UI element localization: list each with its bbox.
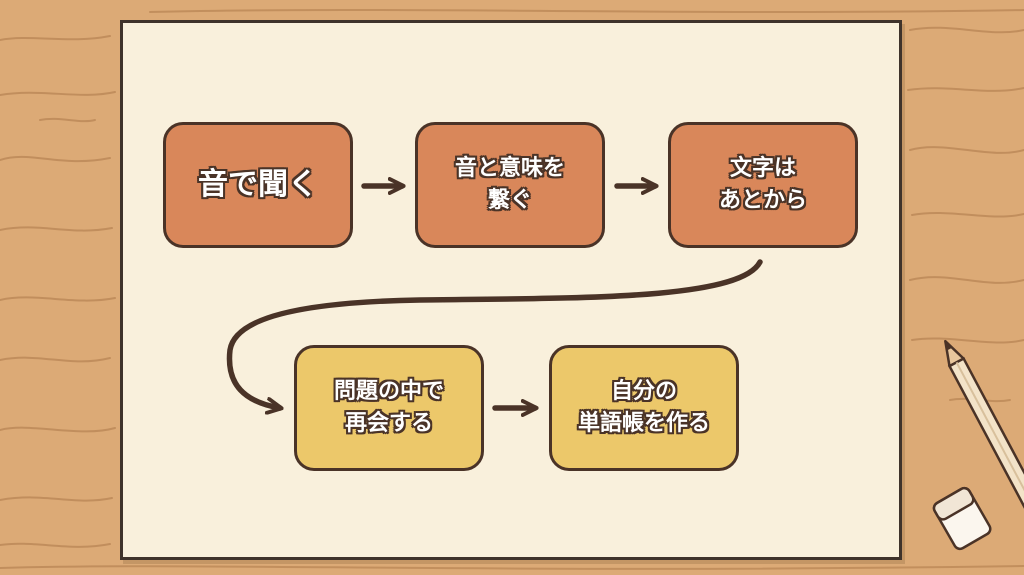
pencil-icon <box>944 339 1024 536</box>
flow-step-4: 問題の中で 再会する <box>294 345 484 471</box>
flow-step-4-label: 問題の中で 再会する <box>333 379 444 436</box>
flow-step-3-label: 文字は あとから <box>718 156 807 213</box>
flow-step-1-label: 音で聞く <box>198 167 318 202</box>
eraser-icon <box>932 486 992 551</box>
flow-step-5-label: 自分の 単語帳を作る <box>577 379 710 436</box>
flow-step-5: 自分の 単語帳を作る <box>549 345 739 471</box>
paper-sheet <box>120 20 902 560</box>
flow-step-3: 文字は あとから <box>668 122 858 248</box>
flow-step-2-label: 音と意味を 繋ぐ <box>454 156 565 213</box>
flow-step-2: 音と意味を 繋ぐ <box>415 122 605 248</box>
flow-step-1: 音で聞く <box>163 122 353 248</box>
arrow-step3-to-step4 <box>226 259 763 408</box>
